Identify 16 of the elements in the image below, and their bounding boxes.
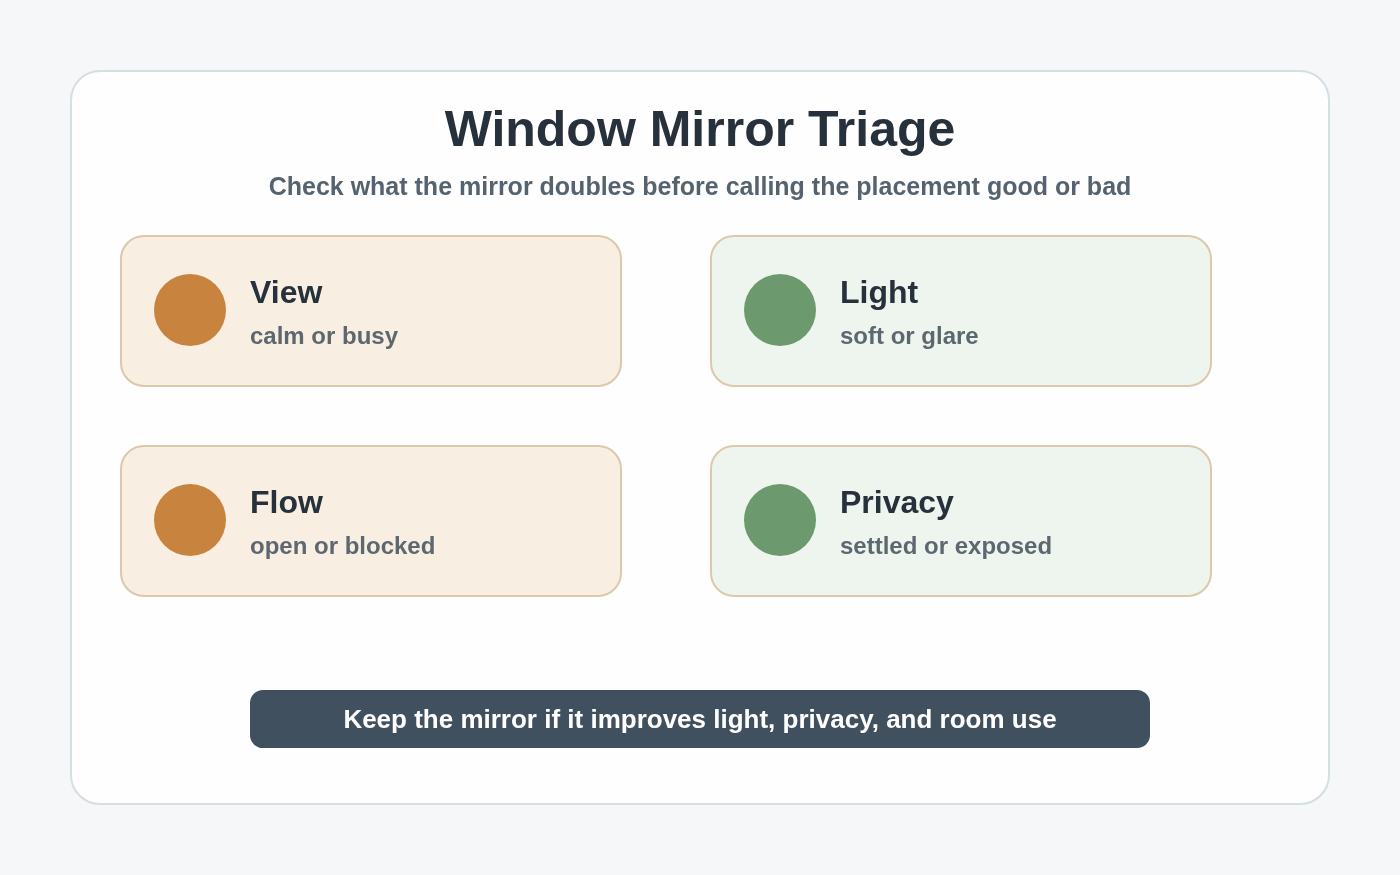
card-heading: Flow [250,483,323,522]
subtitle: Check what the mirror doubles before calling the placement good or bad [268,171,1132,201]
category-card [710,235,1212,387]
card-description: settled or exposed [840,531,1053,561]
card-heading: Privacy [840,483,954,522]
panel [70,70,1330,805]
category-card [710,445,1212,597]
card-description: calm or busy [250,321,399,351]
card-description: soft or glare [840,321,979,351]
card-heading: Light [840,273,919,312]
summary-banner: Keep the mirror if it improves light, privacy, and room use [250,690,1150,748]
category-card [120,445,622,597]
card-heading: View [250,273,323,312]
title: Window Mirror Triage [444,100,956,159]
card-description: open or blocked [250,531,436,561]
category-card [120,235,622,387]
